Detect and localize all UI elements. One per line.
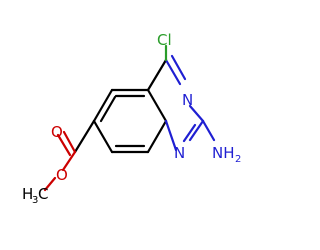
bond-c4a-c8a (146, 88, 168, 123)
bond-c4-n3 (164, 58, 182, 86)
bond-c4a-c4 (146, 58, 168, 92)
bond-c7-c6 (92, 119, 114, 154)
bond-ester-o-methyl (43, 176, 57, 192)
bond-c2-n1 (188, 119, 205, 142)
bond-c6-c5-inner (99, 95, 117, 123)
bond-carbonyl-o (62, 130, 77, 154)
bond-carbonyl-o-double (56, 133, 72, 157)
carbonyl-oxygen: O (51, 123, 63, 141)
structure-diagram: Cl N N NH 2 O O H 3 C (22, 31, 241, 206)
bond-c8a-c8 (146, 119, 168, 154)
bond-c2-n1-double (182, 123, 197, 143)
ester-oxygen: O (56, 166, 68, 184)
amine-group: NH (212, 144, 235, 162)
bond-n3-c2 (188, 104, 205, 123)
bond-n1-c8a (164, 119, 178, 152)
bond-carbonyl-ester-o (61, 150, 77, 172)
nitrogen-atom-1: N (174, 144, 185, 162)
methyl-h: H (22, 185, 33, 203)
chlorine-atom: Cl (157, 31, 172, 49)
methyl-c: C (38, 185, 48, 203)
nitrogen-atom-3: N (182, 91, 193, 109)
bond-c2-nh2 (201, 119, 216, 142)
methyl-subscript: 3 (32, 195, 38, 206)
bond-c6-carbonyl (73, 119, 96, 154)
amine-subscript: 2 (235, 154, 241, 165)
molecule-canvas: Cl N N NH 2 O O H 3 C (22, 31, 242, 206)
bond-c4-n3-double (170, 54, 187, 81)
bond-c6-c5 (92, 88, 114, 123)
